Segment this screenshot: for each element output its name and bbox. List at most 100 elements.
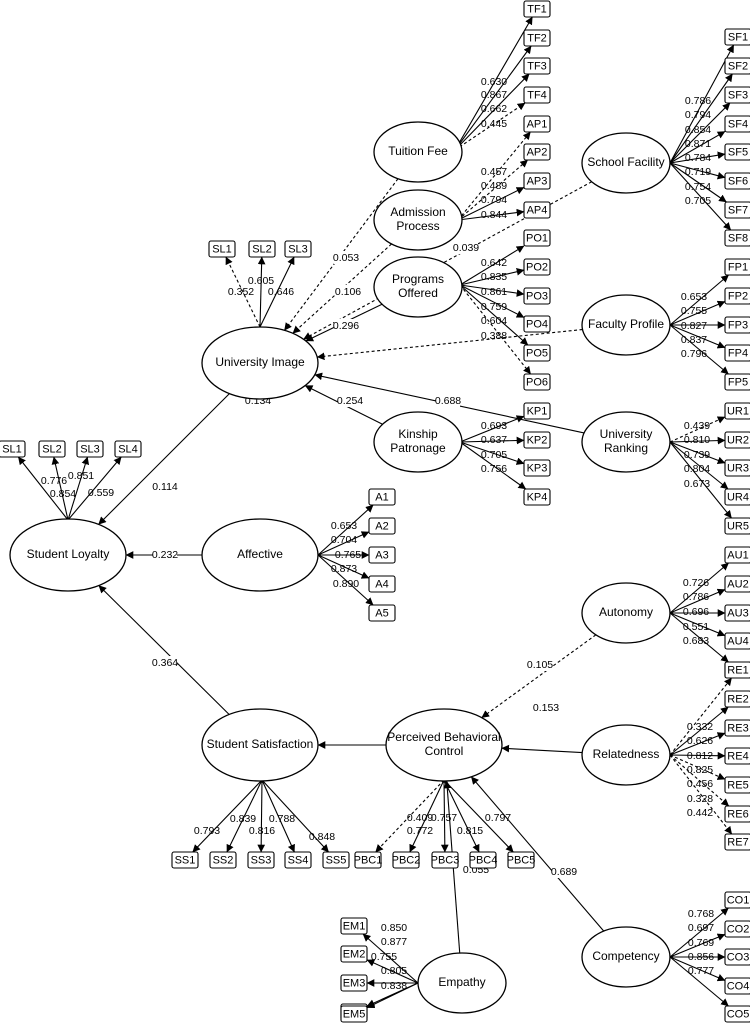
loading-arrow [67, 456, 90, 521]
indicator-re7: RE7 [724, 833, 750, 851]
path-university_image-to-student_loyalty [98, 393, 230, 525]
loading-value: 0.815 [457, 825, 483, 837]
loading-arrow [669, 562, 729, 614]
indicator-ur2: UR2 [724, 431, 750, 449]
indicator-box [724, 86, 750, 104]
loading-arrow [459, 245, 525, 286]
indicator-label: AU2 [727, 578, 748, 590]
indicator-tf2: TF2 [523, 29, 551, 47]
loading-value: 0.777 [688, 965, 714, 977]
indicator-label: RE4 [727, 750, 748, 762]
indicator-label: UR3 [727, 462, 749, 474]
loading-value: 0.804 [684, 463, 710, 475]
indicator-label: SL3 [288, 243, 308, 255]
loading-arrow [261, 779, 330, 853]
indicator-label: SL2 [252, 243, 272, 255]
indicator-sl1: SL1 [208, 240, 236, 258]
loading-arrow [317, 531, 370, 556]
loading-value: 0.765 [335, 549, 361, 561]
indicator-tf1: TF1 [523, 0, 551, 18]
construct-faculty-profile: Faculty Profile [581, 294, 671, 356]
indicator-label: AP4 [527, 204, 548, 216]
indicator-label: EM5 [343, 1008, 366, 1020]
indicator-box [368, 517, 396, 535]
indicator-box [523, 201, 551, 219]
indicator-ap2: AP2 [523, 143, 551, 161]
loading-arrow [669, 324, 729, 375]
loading-value: 0.439 [684, 420, 710, 432]
loading-arrow [459, 441, 525, 465]
indicator-box [469, 851, 497, 869]
loading-arrow [317, 504, 374, 556]
indicator-box [724, 172, 750, 190]
indicator-label: UR5 [727, 520, 749, 532]
indicator-box [724, 143, 750, 161]
loading-value: 0.839 [230, 813, 256, 825]
construct-school-facility: School Facility [581, 132, 671, 194]
indicator-ur1: UR1 [724, 402, 750, 420]
construct-label: Patronage [390, 441, 446, 455]
construct-ellipse [581, 926, 671, 988]
loading-arrow [261, 779, 295, 853]
path-coefficient: 0.105 [527, 659, 553, 671]
indicator-box [507, 851, 535, 869]
loading-value: 0.559 [88, 487, 114, 499]
loading-value: 0.794 [481, 194, 507, 206]
indicator-box [38, 440, 66, 458]
loading-value: 0.772 [407, 825, 433, 837]
indicator-ur4: UR4 [724, 488, 750, 506]
indicator-po1: PO1 [523, 229, 551, 247]
loading-value: 0.850 [381, 922, 407, 934]
indicator-em3: EM3 [340, 974, 368, 992]
indicator-pbc1: PBC1 [354, 851, 382, 869]
indicator-label: SL1 [212, 243, 232, 255]
loading-arrow [440, 779, 449, 853]
indicator-box [724, 517, 750, 535]
loading-arrow [669, 612, 729, 663]
loading-value: 0.797 [485, 812, 511, 824]
indicator-kp2: KP2 [523, 431, 551, 449]
indicator-pbc4: PBC4 [469, 851, 497, 869]
indicator-box [724, 805, 750, 823]
indicator-box [431, 851, 459, 869]
loading-arrow [669, 441, 732, 519]
indicator-sf2: SF2 [724, 57, 750, 75]
path-coef-bg [338, 394, 362, 407]
indicator-re6: RE6 [724, 805, 750, 823]
loading-value: 0.861 [481, 286, 507, 298]
indicator-label: UR2 [727, 434, 749, 446]
indicator-label: SF1 [728, 31, 748, 43]
loading-arrow [259, 256, 295, 328]
indicator-label: RE2 [727, 693, 748, 705]
indicator-box [208, 240, 236, 258]
construct-label: Control [425, 744, 464, 758]
loading-arrow [669, 300, 726, 326]
indicator-au1: AU1 [724, 546, 750, 564]
construct-label: Student Satisfaction [207, 737, 314, 751]
construct-label: Affective [237, 547, 283, 561]
indicator-box [523, 29, 551, 47]
loading-value: 0.489 [481, 180, 507, 192]
loading-value: 0.719 [685, 166, 711, 178]
loading-value: 0.646 [268, 286, 294, 298]
indicator-sl2: SL2 [38, 440, 66, 458]
path-faculty_profile-to-university_image [316, 328, 583, 361]
loading-value: 0.409 [407, 812, 433, 824]
indicator-label: SL3 [80, 443, 100, 455]
indicator-box [523, 57, 551, 75]
indicator-label: A1 [375, 491, 388, 503]
indicator-ap3: AP3 [523, 172, 551, 190]
indicator-label: RE1 [727, 664, 748, 676]
indicator-box [523, 86, 551, 104]
loading-arrow [409, 779, 445, 853]
construct-label: Kinship [398, 427, 438, 441]
loading-arrow [669, 956, 726, 982]
indicator-box [322, 851, 350, 869]
loading-arrow [457, 159, 529, 221]
path-student_satisfaction-to-student_loyalty [98, 585, 230, 715]
loading-arrow [51, 456, 69, 521]
